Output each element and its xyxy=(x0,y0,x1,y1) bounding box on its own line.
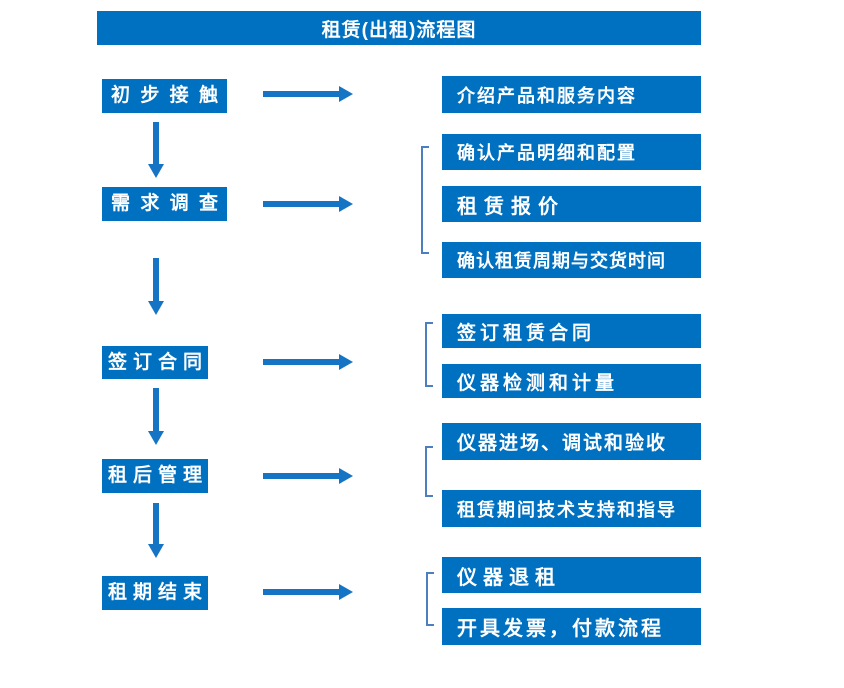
step-box-post-rental-management: 租后管理 xyxy=(102,459,208,493)
detail-box-rental-quotation: 租赁报价 xyxy=(442,186,701,222)
step-box-initial-contact: 初步接触 xyxy=(102,79,227,113)
bracket-group-post-rental xyxy=(425,446,433,497)
down-arrow-3 xyxy=(148,388,164,445)
right-arrow-4 xyxy=(263,468,353,484)
detail-box-confirm-rental-period: 确认租赁周期与交货时间 xyxy=(442,242,701,278)
step-box-rental-end: 租期结束 xyxy=(102,576,208,610)
detail-box-sign-rental-contract: 签订租赁合同 xyxy=(442,314,701,348)
down-arrow-2 xyxy=(148,258,164,315)
bracket-group-demand-survey xyxy=(421,146,429,254)
flowchart-title: 租赁(出租)流程图 xyxy=(97,11,701,45)
right-arrow-3 xyxy=(263,354,353,370)
detail-box-technical-support: 租赁期间技术支持和指导 xyxy=(442,490,701,527)
step-box-demand-survey: 需求调查 xyxy=(102,187,227,221)
step-box-sign-contract: 签订合同 xyxy=(102,346,208,379)
down-arrow-1 xyxy=(148,122,164,178)
bracket-group-sign-contract xyxy=(425,322,433,387)
detail-box-invoice-payment: 开具发票，付款流程 xyxy=(442,608,701,645)
detail-box-confirm-product-details: 确认产品明细和配置 xyxy=(442,134,701,170)
right-arrow-5 xyxy=(263,584,353,600)
right-arrow-2 xyxy=(263,196,353,212)
detail-box-instrument-return: 仪器退租 xyxy=(442,557,701,593)
right-arrow-1 xyxy=(263,86,353,102)
detail-box-introduce-products: 介绍产品和服务内容 xyxy=(442,76,701,113)
detail-box-instrument-testing: 仪器检测和计量 xyxy=(442,364,701,398)
bracket-group-rental-end xyxy=(426,572,434,626)
detail-box-instrument-setup-acceptance: 仪器进场、调试和验收 xyxy=(442,423,701,460)
down-arrow-4 xyxy=(148,503,164,558)
